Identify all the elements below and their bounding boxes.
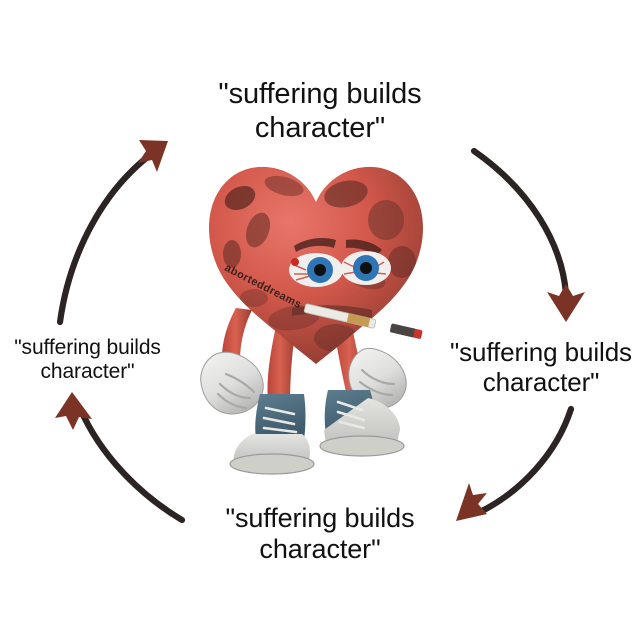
shoe-left bbox=[229, 394, 315, 475]
eye-right-pupil bbox=[360, 262, 372, 274]
caption-bottom: "suffering builds character" bbox=[225, 503, 415, 565]
arrow-top-right bbox=[470, 147, 585, 322]
eyes bbox=[289, 251, 391, 287]
arrow-left-up bbox=[56, 140, 168, 326]
sad-heart-character bbox=[196, 158, 436, 480]
shoe-right bbox=[319, 390, 405, 457]
shoe-left-sole bbox=[229, 453, 315, 475]
shoe-left-laces bbox=[262, 406, 298, 434]
cigarette-tip bbox=[390, 323, 417, 338]
glove-left bbox=[200, 351, 264, 415]
left-arm bbox=[222, 308, 252, 360]
arrow-right-down-head bbox=[456, 483, 487, 521]
eye-left-pupil bbox=[314, 264, 326, 276]
eye-blood-spot bbox=[291, 258, 299, 266]
arrow-right-down-shaft bbox=[476, 405, 575, 516]
caption-right: "suffering builds character" bbox=[450, 337, 632, 398]
brow-left bbox=[294, 238, 336, 252]
shoe-right-toe bbox=[324, 398, 400, 446]
cigarette-filter bbox=[346, 313, 371, 328]
left-leg bbox=[267, 326, 296, 404]
arrow-top-right-shaft bbox=[470, 147, 570, 298]
cigarette-ember bbox=[413, 329, 423, 339]
arrow-bottom-left-head bbox=[55, 392, 92, 430]
shoe-left-upper bbox=[255, 394, 306, 440]
caption-left: "suffering builds character" bbox=[14, 336, 161, 384]
arrow-top-right-head bbox=[547, 284, 585, 322]
arrow-bottom-left bbox=[55, 392, 186, 524]
heart-body bbox=[209, 166, 423, 364]
arrow-right-down bbox=[456, 405, 575, 521]
arrow-bottom-left-shaft bbox=[76, 404, 186, 524]
caption-top: "suffering builds character" bbox=[218, 78, 422, 144]
cigarette bbox=[303, 303, 423, 339]
arrow-left-up-shaft bbox=[56, 151, 154, 326]
shoe-right-sole bbox=[319, 435, 405, 457]
shoe-right-laces bbox=[336, 400, 366, 430]
